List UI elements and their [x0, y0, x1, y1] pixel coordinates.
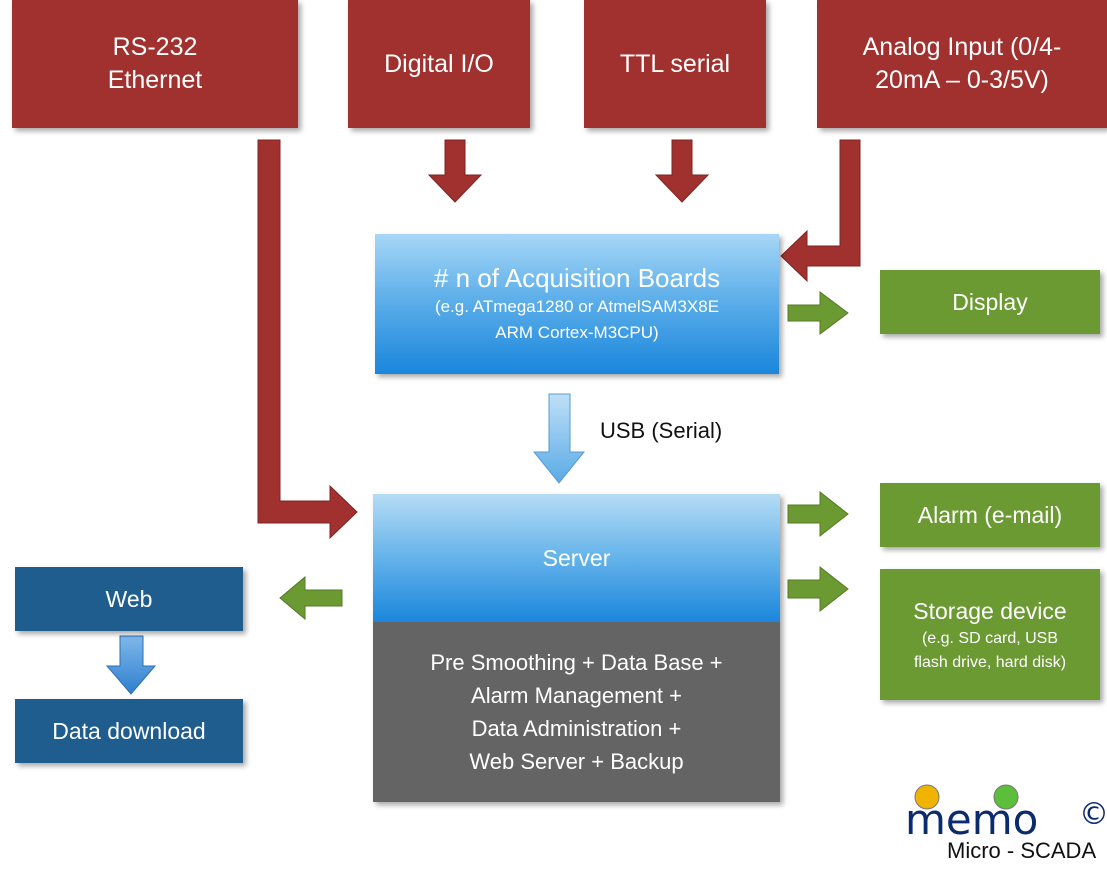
alarm-box: Alarm (e-mail)	[880, 483, 1100, 547]
web-label: Web	[105, 585, 153, 612]
ethernet-label: Ethernet	[107, 66, 203, 94]
digital-down-arrow	[427, 139, 483, 203]
display-box: Display	[880, 270, 1100, 334]
digital-io-label: Digital I/O	[384, 49, 494, 78]
data-download-label: Data download	[52, 717, 206, 744]
server-function-1: Pre Smoothing + Data Base +	[430, 650, 723, 675]
server-functions: Pre Smoothing + Data Base + Alarm Manage…	[373, 622, 780, 802]
server-function-2: Alarm Management +	[471, 683, 682, 708]
logo-wordmark: memo	[905, 795, 1038, 840]
storage-device-box: Storage device (e.g. SD card, USB flash …	[880, 569, 1100, 700]
web-box: Web	[15, 567, 243, 631]
rs232-to-server-arrow	[257, 139, 358, 540]
server-box: Server Pre Smoothing + Data Base + Alarm…	[373, 494, 780, 802]
server-function-4: Web Server + Backup	[469, 749, 684, 774]
storage-title: Storage device	[913, 597, 1067, 624]
acquisition-title: # n of Acquisition Boards	[433, 263, 721, 293]
server-function-3: Data Administration +	[471, 716, 682, 741]
storage-detail-line1: (e.g. SD card, USB	[921, 629, 1059, 647]
server-to-storage-arrow	[787, 565, 849, 613]
memo-logo-mark: memo ©	[905, 784, 1107, 844]
logo-copyright: ©	[1079, 797, 1107, 832]
data-download-box: Data download	[15, 699, 243, 763]
server-header: Server	[373, 494, 780, 622]
ttl-serial-box: TTL serial	[584, 0, 766, 128]
memo-logo: memo ©	[895, 784, 1107, 845]
analog-input-line1: Analog Input (0/4-	[862, 33, 1062, 61]
storage-detail-line2: flash drive, hard disk)	[913, 653, 1067, 671]
ttl-serial-label: TTL serial	[619, 49, 731, 78]
analog-to-acquisition-arrow	[780, 139, 861, 283]
alarm-label: Alarm (e-mail)	[917, 501, 1063, 528]
server-to-alarm-arrow	[787, 490, 849, 538]
digital-io-box: Digital I/O	[348, 0, 530, 128]
usb-down-arrow	[532, 393, 586, 484]
server-title: Server	[542, 544, 611, 571]
logo-caption: Micro - SCADA	[947, 838, 1097, 863]
rs232-ethernet-box: RS-232 Ethernet	[12, 0, 298, 128]
analog-input-box: Analog Input (0/4- 20mA – 0-3/5V)	[817, 0, 1107, 128]
display-label: Display	[952, 288, 1028, 315]
rs232-label: RS-232	[112, 33, 198, 61]
usb-serial-label: USB (Serial)	[600, 418, 723, 443]
acquisition-to-display-arrow	[787, 291, 849, 335]
web-to-download-arrow	[105, 635, 157, 695]
server-to-web-arrow	[279, 575, 343, 621]
acquisition-detail-line1: (e.g. ATmega1280 or AtmelSAM3X8E	[434, 297, 720, 316]
acquisition-detail-line2: ARM Cortex-M3CPU)	[495, 323, 659, 342]
ttl-down-arrow	[654, 139, 710, 203]
acquisition-boards-box: # n of Acquisition Boards (e.g. ATmega12…	[375, 234, 779, 374]
analog-input-line2: 20mA – 0-3/5V)	[875, 66, 1049, 94]
